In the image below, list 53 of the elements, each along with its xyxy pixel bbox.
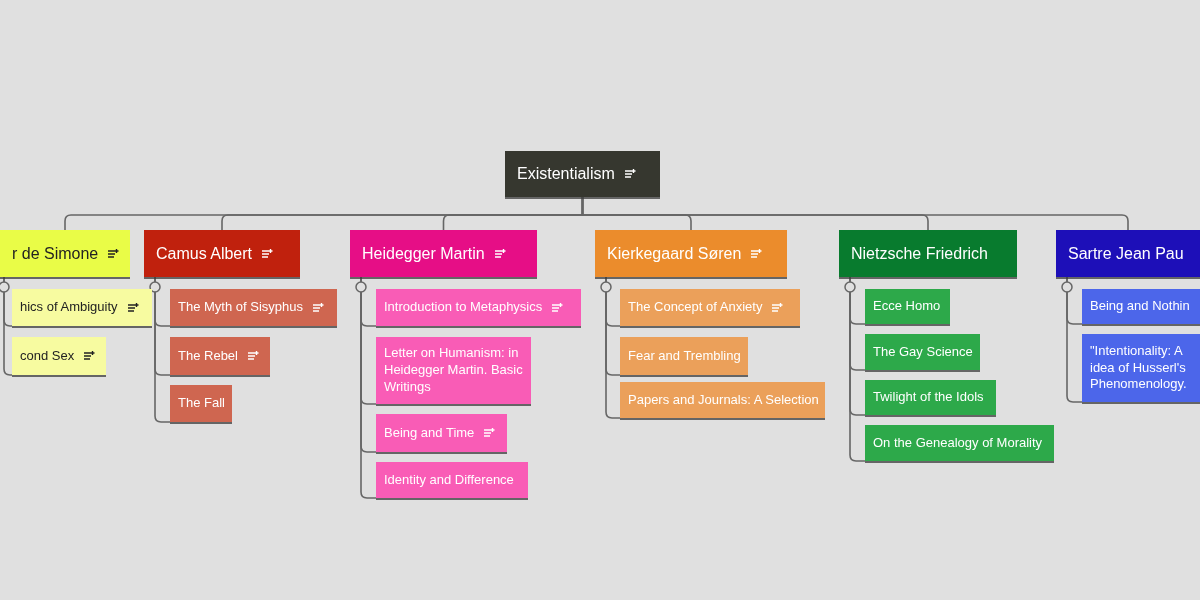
topic-label: Heidegger Martin xyxy=(362,243,485,264)
main-topic xyxy=(350,230,537,277)
subtopic xyxy=(865,334,980,370)
topic-label: r de Simone xyxy=(12,243,99,264)
subtopic xyxy=(865,380,996,415)
topic-label: Identity and Difference xyxy=(384,471,514,489)
subtopic xyxy=(376,414,507,452)
subtopic xyxy=(376,462,528,498)
topic-label: Camus Albert xyxy=(156,243,253,264)
topic-label: The Concept of Anxiety xyxy=(628,299,763,316)
central-topic xyxy=(505,151,660,197)
topic-label: On the Genealogy of Morality xyxy=(873,434,1043,452)
subtopic xyxy=(1082,289,1200,324)
subtopic xyxy=(170,289,337,326)
subtopic xyxy=(12,337,106,375)
topic-label: The Myth of Sisyphus xyxy=(178,299,303,316)
connector-line xyxy=(1066,276,1083,403)
subtopic xyxy=(376,337,531,404)
topic-label: Introduction to Metaphysics xyxy=(384,299,543,316)
subtopic xyxy=(376,289,581,326)
topic-label: Nietzsche Friedrich xyxy=(851,243,988,264)
topic-label: Fear and Trembling xyxy=(628,347,741,365)
main-topic xyxy=(144,230,300,277)
main-topic xyxy=(839,230,1017,277)
topic-label: Being and Time xyxy=(384,424,475,442)
topic-label: hics of Ambiguity xyxy=(20,299,118,316)
subtopic xyxy=(865,425,1054,461)
topic-label: Letter on Humanism: in Heidegger Martin. Basic Writings xyxy=(384,345,523,396)
subtopic xyxy=(170,385,232,422)
subtopic xyxy=(620,337,748,375)
topic-label: The Rebel xyxy=(178,347,238,365)
topic-label: Papers and Journals: A Selection xyxy=(628,391,819,409)
main-topic xyxy=(1056,230,1200,277)
topic-label: Twilight of the Idols xyxy=(873,389,984,406)
topic-label: The Gay Science xyxy=(873,343,973,361)
connector-line xyxy=(3,276,13,376)
topic-label: Being and Nothin xyxy=(1090,298,1190,315)
main-topic xyxy=(595,230,787,277)
topic-label: Ecce Homo xyxy=(873,298,941,315)
topic-label: Kierkegaard Søren xyxy=(607,243,742,264)
connector-line xyxy=(581,196,1129,231)
subtopic xyxy=(170,337,270,375)
subtopic xyxy=(1082,334,1200,402)
subtopic xyxy=(620,382,825,418)
topic-label: Existentialism xyxy=(517,164,615,184)
subtopic xyxy=(620,289,800,326)
subtopic xyxy=(865,289,950,324)
subtopic xyxy=(12,289,152,326)
topic-label: The Fall xyxy=(178,395,225,412)
topic-label: "Intentionality: A idea of Husserl's Phenomenology. xyxy=(1090,342,1188,394)
topic-label: Sartre Jean Pau xyxy=(1068,243,1184,264)
main-topic xyxy=(0,230,130,277)
topic-label: cond Sex xyxy=(20,347,75,365)
